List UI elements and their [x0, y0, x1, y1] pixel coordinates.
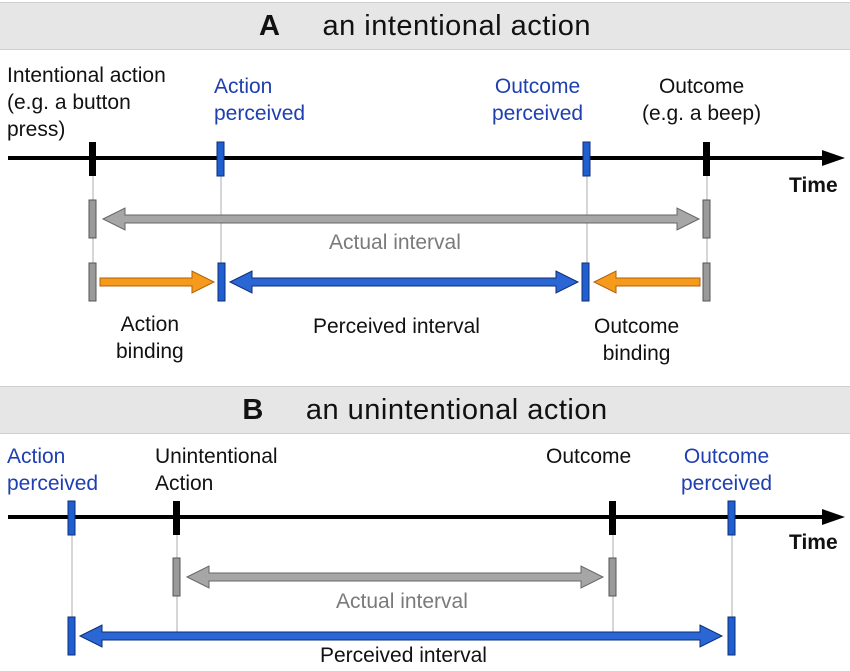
- arrow-perceived-interval-b: [78, 624, 724, 648]
- time-axis-a-arrowhead: [822, 150, 845, 166]
- label-time-a: Time: [789, 174, 838, 197]
- label-action-binding: Action binding: [116, 313, 184, 363]
- label-outcome-perceived-b: Outcome perceived: [681, 445, 773, 495]
- arrow-actual-interval-a: [101, 207, 701, 231]
- arrow-outcome-binding: [592, 270, 701, 294]
- label-outcome-binding: Outcome binding: [594, 315, 680, 365]
- time-axis-b-arrowhead: [822, 509, 845, 525]
- tick-action-perceived-a: [216, 141, 225, 177]
- bar-perceived-end-b: [727, 616, 736, 656]
- label-intentional-action: Intentional action (e.g. a button press): [7, 64, 166, 141]
- label-action-perceived-b: Action perceived: [7, 445, 99, 495]
- label-perceived-interval-a: Perceived interval: [313, 315, 480, 338]
- label-time-b: Time: [789, 531, 838, 554]
- bar-perceived-end-a: [581, 262, 590, 302]
- bar-actual-start-a: [88, 199, 97, 239]
- tick-unintentional-action: [173, 501, 180, 535]
- bar-actual-end-b: [608, 557, 617, 597]
- panel-a-letter: A: [259, 10, 281, 42]
- label-outcome-b: Outcome: [546, 445, 632, 468]
- bar-perceived-start-a: [217, 262, 226, 302]
- arrow-actual-interval-b: [185, 565, 605, 589]
- label-actual-interval-b: Actual interval: [336, 590, 468, 613]
- label-unintentional-action: Unintentional Action: [155, 445, 278, 495]
- panel-b-letter: B: [242, 394, 264, 426]
- bar-actual-end-a: [702, 199, 711, 239]
- tick-action-perceived-b: [67, 500, 76, 536]
- label-outcome-a: Outcome (e.g. a beep): [642, 75, 762, 125]
- tick-outcome-b: [609, 501, 616, 535]
- bar-binding-start: [88, 262, 97, 302]
- arrow-perceived-interval-a: [228, 270, 580, 294]
- panel-b-title: an unintentional action: [305, 394, 608, 426]
- bar-perceived-start-b: [67, 616, 76, 656]
- tick-outcome-perceived-a: [582, 141, 591, 177]
- bar-binding-end: [702, 262, 711, 302]
- bar-actual-start-b: [172, 557, 181, 597]
- tick-intentional-action: [89, 142, 96, 176]
- label-perceived-interval-b: Perceived interval: [320, 644, 487, 667]
- arrow-action-binding: [99, 270, 216, 294]
- label-actual-interval-a: Actual interval: [329, 231, 461, 254]
- label-action-perceived-a: Action perceived: [214, 75, 306, 125]
- panel-a-title: an intentional action: [322, 10, 591, 42]
- tick-outcome-a: [703, 142, 710, 176]
- label-outcome-perceived-a: Outcome perceived: [492, 75, 584, 125]
- tick-outcome-perceived-b: [727, 500, 736, 536]
